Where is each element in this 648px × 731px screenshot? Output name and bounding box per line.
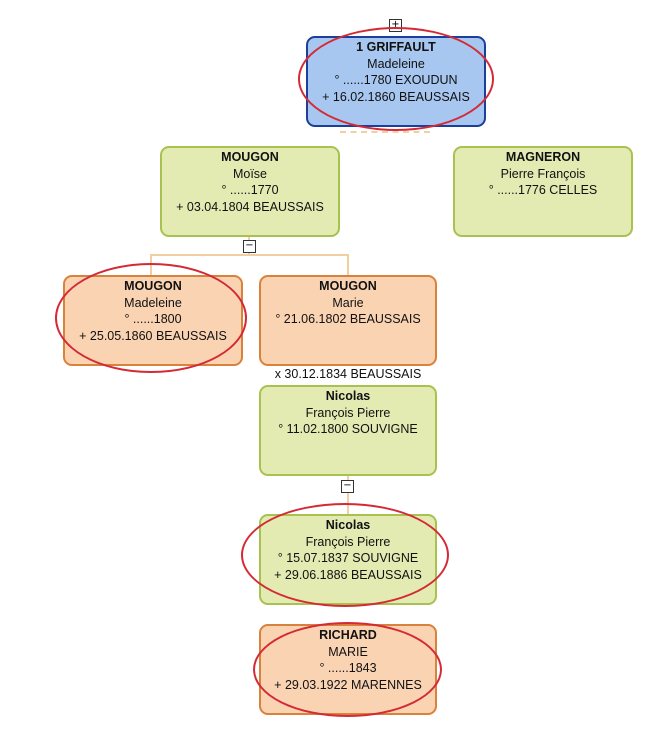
person-death: + 03.04.1804 BEAUSSAIS — [176, 199, 324, 214]
person-given-name: MARIE — [328, 644, 368, 659]
person-given-name: François Pierre — [305, 534, 391, 549]
person-card-griffault[interactable]: 1 GRIFFAULT Madeleine ° ......1780 EXOUD… — [306, 36, 486, 127]
collapse-mougon-marie-toggle[interactable]: − — [341, 480, 354, 493]
person-card-mougon-marie[interactable]: MOUGON Marie ° 21.06.1802 BEAUSSAIS — [259, 275, 437, 366]
person-given-name: Pierre François — [500, 166, 586, 181]
person-surname: 1 GRIFFAULT — [356, 40, 436, 54]
person-surname: MOUGON — [221, 150, 279, 164]
person-card-mougon-moise[interactable]: MOUGON Moïse ° ......1770 + 03.04.1804 B… — [160, 146, 340, 237]
person-surname: MOUGON — [124, 279, 182, 293]
person-surname: MAGNERON — [505, 150, 581, 164]
person-birth: ° ......1770 — [221, 183, 279, 197]
connector-to-marie — [347, 254, 349, 276]
person-surname: Nicolas — [325, 518, 371, 532]
person-card-richard[interactable]: RICHARD MARIE ° ......1843 + 29.03.1922 … — [259, 624, 437, 715]
person-birth: ° ......1800 — [124, 312, 182, 326]
connector-root-dashed — [340, 131, 430, 135]
person-birth: ° ......1780 EXOUDUN — [334, 73, 458, 87]
collapse-mougon-moise-toggle[interactable]: − — [243, 240, 256, 253]
person-card-nicolas-spouse[interactable]: Nicolas François Pierre ° 11.02.1800 SOU… — [259, 385, 437, 476]
person-surname: RICHARD — [319, 628, 377, 642]
person-given-name: Madeleine — [124, 295, 182, 310]
connector-to-madeleine — [150, 254, 152, 276]
expand-root-toggle[interactable]: + — [389, 19, 402, 32]
person-birth: ° 15.07.1837 SOUVIGNE — [277, 551, 419, 565]
connector-spouse-down — [347, 475, 349, 515]
person-birth: ° ......1843 — [319, 661, 377, 675]
person-card-magneron[interactable]: MAGNERON Pierre François ° ......1776 CE… — [453, 146, 633, 237]
person-surname: MOUGON — [319, 279, 377, 293]
marriage-label: x 30.12.1834 BEAUSSAIS — [274, 367, 422, 381]
person-card-mougon-madeleine[interactable]: MOUGON Madeleine ° ......1800 + 25.05.18… — [63, 275, 243, 366]
person-given-name: Moïse — [232, 166, 268, 181]
connector-children-horizontal — [150, 254, 349, 256]
person-card-nicolas-grandchild[interactable]: Nicolas François Pierre ° 15.07.1837 SOU… — [259, 514, 437, 605]
person-given-name: Marie — [332, 295, 364, 310]
person-birth: ° 21.06.1802 BEAUSSAIS — [275, 312, 421, 326]
person-death: + 29.06.1886 BEAUSSAIS — [274, 567, 422, 582]
person-death: + 16.02.1860 BEAUSSAIS — [322, 89, 470, 104]
person-death: + 29.03.1922 MARENNES — [274, 677, 422, 692]
person-given-name: François Pierre — [305, 405, 391, 420]
person-birth: ° 11.02.1800 SOUVIGNE — [278, 422, 418, 436]
person-given-name: Madeleine — [367, 56, 425, 71]
person-surname: Nicolas — [325, 389, 371, 403]
person-birth: ° ......1776 CELLES — [488, 183, 598, 197]
person-death: + 25.05.1860 BEAUSSAIS — [79, 328, 227, 343]
